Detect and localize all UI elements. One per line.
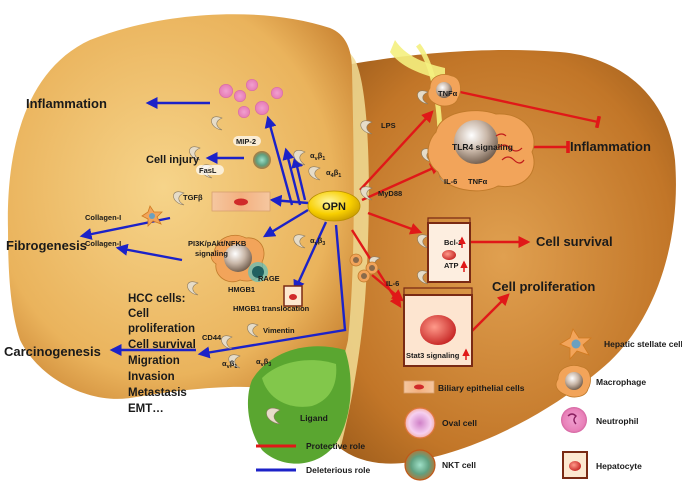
neutrophil-cell: [271, 87, 283, 99]
hepatic-stellate-cell: [141, 205, 163, 227]
hcc-line: Metastasis: [128, 387, 187, 399]
nkt-cell-icon: [404, 449, 436, 481]
hepatocyte-small: [283, 285, 303, 307]
hepatocyte-stat3: [403, 287, 473, 367]
legend-biliary: Biliary epithelial cells: [438, 383, 525, 393]
neutrophil-cell: [219, 84, 233, 98]
opn-label: OPN: [322, 201, 346, 213]
hcc-line: Migration: [128, 355, 180, 367]
collagen1-label-a: Collagen-I: [85, 213, 121, 222]
collagen1-label-b: Collagen-I: [85, 239, 121, 248]
neutrophil-cell: [255, 101, 269, 115]
neutrophil-cell: [234, 90, 246, 102]
neutrophil-cell: [238, 106, 250, 118]
vimentin-label: Vimentin: [263, 326, 295, 335]
kupffer-ring: [248, 262, 268, 282]
fasl-label: FasL: [199, 166, 217, 175]
myd88-label: MyD88: [378, 189, 402, 198]
macrophage-tlr4: [427, 110, 535, 192]
legend-protective: Protective role: [306, 441, 365, 451]
molecule-labels: MIP-2 FasL TGFβ Collagen-I Collagen-I PI…: [85, 89, 513, 360]
bcl2-label: Bcl-2: [444, 238, 462, 247]
stat3-label: Stat3 signaling: [406, 351, 460, 360]
stellate-cell-icon: [559, 328, 593, 361]
legend-deleterious: Deleterious role: [306, 465, 371, 475]
ligand-shapes: [173, 90, 451, 369]
legend-macrophage: Macrophage: [596, 377, 646, 387]
hepatocyte-icon: [562, 451, 588, 479]
legend: Ligand Protective role Deleterious role …: [256, 328, 682, 481]
integrin-a: αvβ1: [310, 151, 325, 162]
neutrophil-icon: [561, 407, 587, 433]
legend-hsc: Hepatic stellate cell: [604, 339, 682, 349]
macrophage-top: [427, 74, 461, 107]
integrin-c: αvβ3: [310, 236, 325, 247]
integrin-e: αvβ3: [256, 357, 271, 368]
inflammation-right-label: Inflammation: [570, 139, 651, 154]
hmgb1-translocation-label: HMGB1 translocation: [233, 304, 310, 313]
cell-proliferation-label: Cell proliferation: [492, 279, 595, 294]
cell-survival-label: Cell survival: [536, 234, 613, 249]
oval-cell-icon: [404, 407, 436, 439]
outcome-labels: Inflammation Cell injury Fibrogenesis Ca…: [4, 96, 651, 359]
macrophage-icon: [555, 365, 591, 398]
hcc-line: HCC cells:: [128, 293, 186, 305]
increase-arrows: [458, 236, 470, 360]
tlr4-label: TLR4 signaling: [452, 142, 513, 152]
lps-label: LPS: [381, 121, 396, 130]
mip2-label: MIP-2: [236, 137, 256, 146]
tnfa-top-label: TNFα: [438, 89, 458, 98]
carcinogenesis-label: Carcinogenesis: [4, 344, 101, 359]
hepatocyte-bcl2: [427, 217, 471, 283]
ligand-icon: [266, 407, 281, 425]
legend-oval: Oval cell: [442, 418, 477, 428]
inflammation-left-label: Inflammation: [26, 96, 107, 111]
integrin-d: αvβ1: [222, 359, 237, 370]
pi3k-label-2: signaling: [195, 249, 228, 258]
legend-nkt: NKT cell: [442, 460, 476, 470]
tgfb-label: TGFβ: [183, 193, 203, 202]
macrophage-cluster: [349, 253, 379, 283]
integrin-b: α4β1: [326, 168, 341, 179]
hcc-list: HCC cells: Cell proliferation Cell survi…: [128, 293, 196, 415]
legend-hepatocyte: Hepatocyte: [596, 461, 642, 471]
hcc-line: proliferation: [128, 323, 195, 335]
atp-label: ATP: [444, 261, 458, 270]
hcc-line: Invasion: [128, 371, 175, 383]
fibrogenesis-label: Fibrogenesis: [6, 238, 87, 253]
cd44-label: CD44: [202, 333, 222, 342]
cell-injury-label: Cell injury: [146, 154, 200, 166]
rage-label: RAGE: [258, 274, 280, 283]
neutrophil-cell: [246, 79, 258, 91]
hcc-line: EMT…: [128, 403, 164, 415]
opn-node: OPN: [307, 190, 361, 222]
legend-neutrophil: Neutrophil: [596, 416, 639, 426]
hcc-line: Cell survival: [128, 339, 196, 351]
integrin-labels: αvβ1 α4β1 αvβ3 αvβ1 αvβ3: [222, 151, 341, 370]
il6-mac-label: IL-6: [444, 177, 457, 186]
hmgb1-label: HMGB1: [228, 285, 255, 294]
legend-ligand: Ligand: [300, 413, 328, 423]
pi3k-label-1: PI3K/pAkt/NFKB: [188, 239, 247, 248]
biliary-cell-tgfb: [211, 191, 271, 212]
tnfa-mac-label: TNFα: [468, 177, 488, 186]
il6-label: IL-6: [386, 279, 399, 288]
hcc-line: Cell: [128, 308, 149, 320]
neutrophil-cluster: [219, 79, 283, 118]
nkt-cell: [253, 151, 271, 169]
